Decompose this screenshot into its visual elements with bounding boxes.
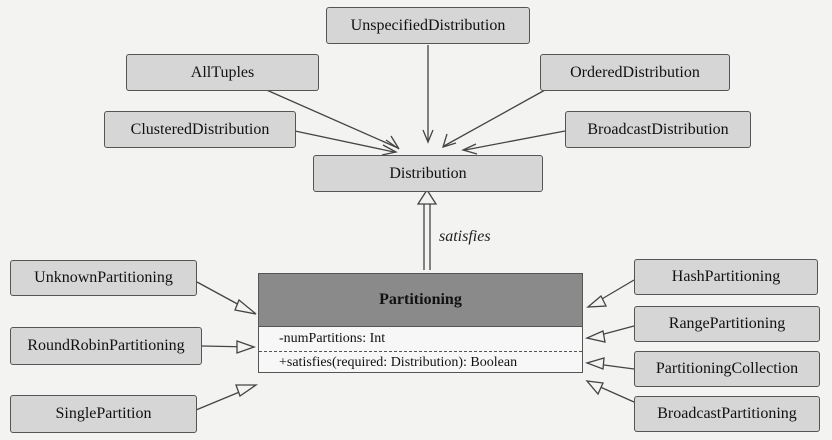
broadcast-partitioning-label: BroadcastPartitioning xyxy=(657,405,797,422)
distribution-box: Distribution xyxy=(313,155,543,192)
broadcast-distribution-label: BroadcastDistribution xyxy=(587,120,729,138)
ordered-distribution-box: OrderedDistribution xyxy=(540,54,730,91)
distribution-label: Distribution xyxy=(389,164,467,182)
range-partitioning-label: RangePartitioning xyxy=(668,315,786,332)
partitioning-class: Partitioning -numPartitions: Int +satisf… xyxy=(258,273,583,373)
unspecified-distribution-label: UnspecifiedDistribution xyxy=(350,16,506,34)
range-partitioning-box: RangePartitioning xyxy=(634,306,820,342)
partitioning-class-name: Partitioning xyxy=(259,274,582,327)
clustered-distribution-box: ClusteredDistribution xyxy=(104,111,296,148)
partitioning-attribute: -numPartitions: Int xyxy=(259,327,582,352)
broadcast-partitioning-box: BroadcastPartitioning xyxy=(634,396,820,432)
partitioning-collection-label: PartitioningCollection xyxy=(655,360,799,377)
broadcast-distribution-box: BroadcastDistribution xyxy=(565,111,751,148)
hash-partitioning-box: HashPartitioning xyxy=(634,259,818,295)
ordered-distribution-label: OrderedDistribution xyxy=(570,63,700,81)
all-tuples-box: AllTuples xyxy=(126,54,319,91)
clustered-distribution-label: ClusteredDistribution xyxy=(130,120,270,138)
round-robin-partitioning-label: RoundRobinPartitioning xyxy=(27,337,185,354)
satisfies-label: satisfies xyxy=(439,228,491,245)
unspecified-distribution-box: UnspecifiedDistribution xyxy=(326,7,530,44)
hash-partitioning-label: HashPartitioning xyxy=(671,268,781,285)
unknown-partitioning-box: UnknownPartitioning xyxy=(10,260,197,296)
partitioning-operation: +satisfies(required: Distribution): Bool… xyxy=(279,355,518,370)
round-robin-partitioning-box: RoundRobinPartitioning xyxy=(10,327,202,365)
single-partition-box: SinglePartition xyxy=(10,395,197,433)
unknown-partitioning-label: UnknownPartitioning xyxy=(34,269,173,286)
partitioning-collection-box: PartitioningCollection xyxy=(634,351,820,387)
single-partition-label: SinglePartition xyxy=(55,405,152,422)
all-tuples-label: AllTuples xyxy=(190,63,255,81)
